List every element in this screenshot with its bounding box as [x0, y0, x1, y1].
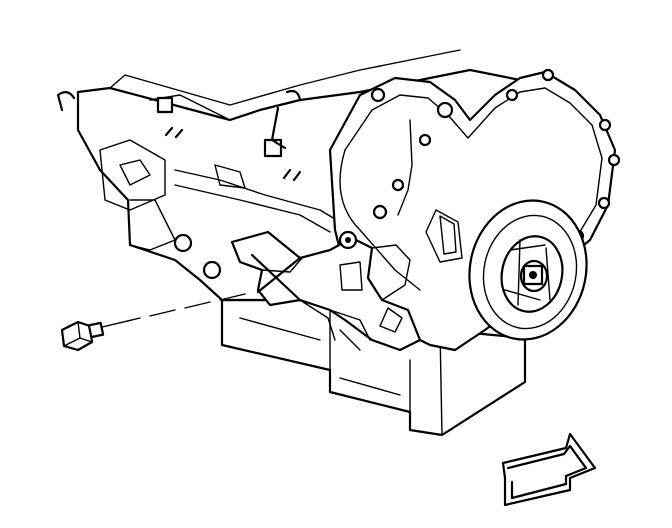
- crankshaft-balancer-icon: [468, 199, 588, 341]
- bolt-icon: [60, 293, 246, 352]
- engine-mount-bracket-icon: [230, 230, 422, 352]
- arrow-right-icon: [501, 432, 597, 507]
